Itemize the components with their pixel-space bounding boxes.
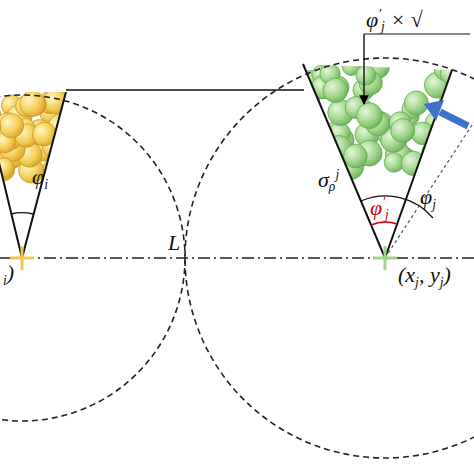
math-label: L: [168, 232, 180, 254]
math-label: φi: [32, 166, 48, 191]
particle: [344, 144, 368, 168]
center-mark: [373, 246, 397, 270]
particle: [0, 113, 24, 137]
angle-arc: [11, 213, 33, 214]
yellow-sector: [0, 92, 66, 258]
math-label: σρj: [318, 168, 339, 194]
callout-arrow: [363, 34, 364, 104]
particle: [429, 133, 453, 157]
center-line: [0, 257, 474, 258]
particle: [356, 65, 376, 85]
particle: [357, 103, 383, 129]
callout-bracket: [364, 33, 470, 34]
math-label: i): [3, 262, 14, 287]
particle: [0, 117, 1, 136]
green-sector: [303, 64, 452, 258]
outer-ray: [385, 122, 474, 258]
particle: [301, 133, 325, 157]
green-particles: [298, 54, 462, 180]
math-label: (xj, yj): [398, 264, 451, 289]
particle: [20, 91, 45, 116]
particle: [312, 150, 331, 169]
particle: [323, 78, 347, 102]
particle: [435, 133, 456, 154]
height-line: [66, 89, 304, 90]
math-label: φ'j: [370, 196, 389, 222]
particle: [304, 133, 329, 158]
blue-arrow: [440, 112, 468, 126]
particle: [384, 153, 404, 173]
particle: [391, 119, 415, 143]
particle: [428, 147, 451, 170]
particle: [411, 122, 434, 145]
particle: [404, 91, 428, 115]
math-label: φ'j × √: [366, 8, 423, 34]
red-angle-arc: [371, 222, 397, 225]
math-label: φj: [420, 186, 436, 211]
blue-arrowhead: [424, 100, 444, 121]
